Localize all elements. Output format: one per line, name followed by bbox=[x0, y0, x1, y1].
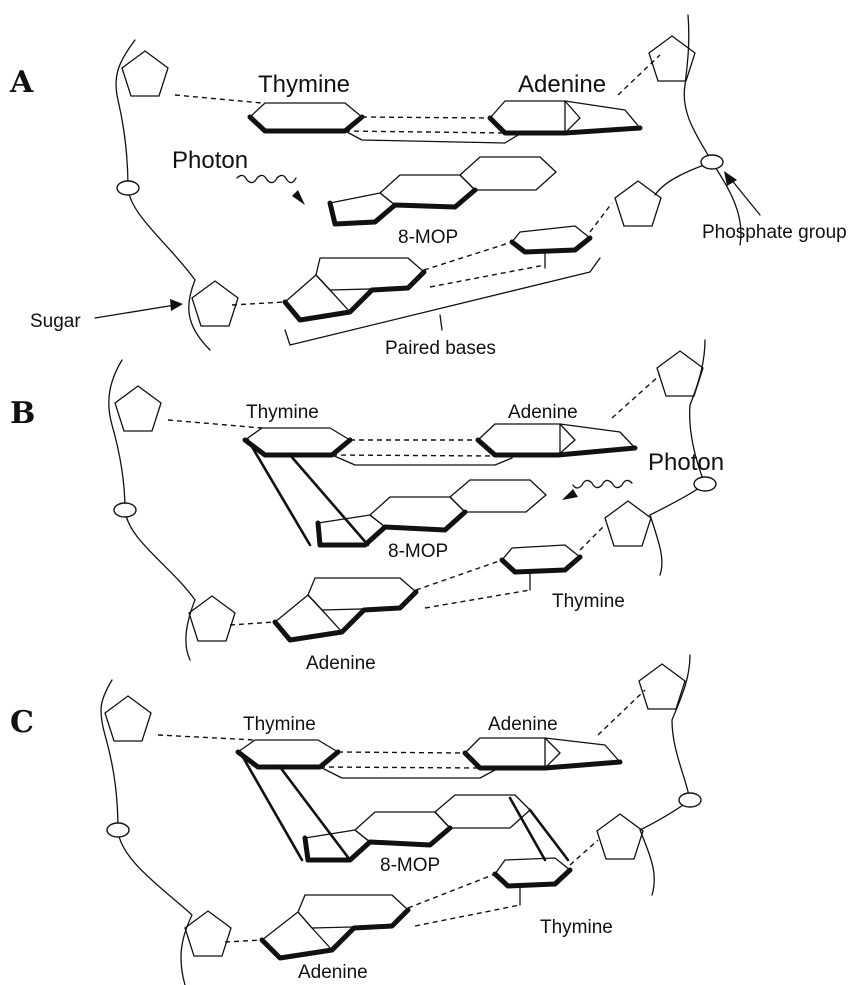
phosphate-oval-icon bbox=[693, 476, 717, 492]
panel-b-adenine-top-ring bbox=[475, 423, 638, 458]
panel-b-photon-label: Photon bbox=[648, 449, 724, 476]
panel-a-thymine-top-ring bbox=[247, 102, 365, 134]
panel-b-left-backbone bbox=[108, 359, 236, 661]
panel-c-adenine-top-ring bbox=[462, 737, 623, 771]
panel-a-8mop-ring bbox=[327, 156, 557, 227]
phosphate-oval-icon bbox=[113, 502, 137, 518]
sugar-ring-icon bbox=[114, 385, 162, 432]
sugar-ring-icon bbox=[638, 663, 686, 710]
panel-b-letter: B bbox=[10, 396, 35, 431]
panel-a-adenine-top-ring bbox=[487, 100, 643, 136]
sugar-ring-icon bbox=[188, 595, 236, 642]
panel-a-thymine-label: Thymine bbox=[258, 71, 350, 98]
panel-a-8mop-label: 8-MOP bbox=[398, 227, 458, 248]
panel-a-photon-label: Photon bbox=[172, 147, 248, 174]
panel-b-8mop-label: 8-MOP bbox=[388, 541, 448, 562]
phosphate-oval-icon bbox=[106, 822, 130, 838]
panel-c-adenine-bottom-label: Adenine bbox=[298, 962, 368, 983]
panel-a-right-backbone bbox=[614, 14, 742, 246]
sugar-ring-icon bbox=[104, 695, 152, 742]
panel-b-8mop-ring bbox=[315, 479, 547, 548]
phosphate-oval-icon bbox=[116, 180, 140, 196]
panel-c-left-backbone bbox=[100, 679, 232, 985]
panel-c-8mop-ring bbox=[302, 794, 570, 863]
panel-c-right-backbone bbox=[596, 654, 702, 896]
phosphate-oval-icon bbox=[700, 154, 724, 170]
panel-b-lower-thymine-ring bbox=[499, 544, 583, 575]
panel-b-thymine-bottom-label: Thymine bbox=[552, 591, 625, 612]
panel-c: C bbox=[10, 654, 702, 985]
panel-b-thymine-top-ring bbox=[242, 427, 370, 547]
sugar-ring-icon bbox=[656, 350, 704, 397]
panel-b-right-backbone bbox=[604, 339, 717, 576]
panel-b-thymine-top-label: Thymine bbox=[246, 402, 319, 423]
panel-c-thymine-top-label: Thymine bbox=[243, 714, 316, 735]
photon-wave-icon bbox=[236, 174, 297, 184]
panel-a-sugar-label: Sugar bbox=[30, 311, 81, 332]
photon-wave-icon bbox=[572, 479, 633, 489]
panel-a-lower-thymine-ring bbox=[509, 225, 593, 255]
panel-c-lower-adenine-ring bbox=[259, 894, 411, 961]
panel-c-letter: C bbox=[10, 705, 34, 740]
phosphate-oval-icon bbox=[678, 792, 702, 808]
sugar-ring-icon bbox=[191, 280, 239, 327]
panel-b-adenine-bottom-label: Adenine bbox=[306, 653, 376, 674]
panel-a-phosphate-label: Phosphate group bbox=[702, 222, 847, 243]
panel-c-8mop-label: 8-MOP bbox=[380, 855, 440, 876]
panel-a-adenine-label: Adenine bbox=[518, 71, 606, 98]
panel-b-adenine-top-label: Adenine bbox=[508, 402, 578, 423]
panel-c-adenine-top-label: Adenine bbox=[488, 714, 558, 735]
panel-a-letter: A bbox=[9, 65, 34, 100]
panel-b-lower-adenine-ring bbox=[272, 577, 419, 643]
panel-c-thymine-top-ring bbox=[235, 739, 352, 862]
panel-a-paired-bases-label: Paired bases bbox=[385, 338, 496, 359]
panel-c-lower-thymine-ring bbox=[492, 857, 573, 889]
panel-a-left-backbone bbox=[115, 39, 239, 351]
sugar-ring-icon bbox=[604, 500, 652, 547]
sugar-ring-icon bbox=[184, 910, 232, 957]
panel-a-lower-adenine-ring bbox=[282, 257, 427, 323]
panel-a: A bbox=[9, 14, 847, 359]
panel-c-thymine-bottom-label: Thymine bbox=[540, 917, 613, 938]
sugar-ring-icon bbox=[121, 50, 169, 97]
panel-b: B bbox=[10, 339, 724, 674]
sugar-ring-icon bbox=[614, 180, 662, 227]
sugar-ring-icon bbox=[596, 813, 644, 860]
